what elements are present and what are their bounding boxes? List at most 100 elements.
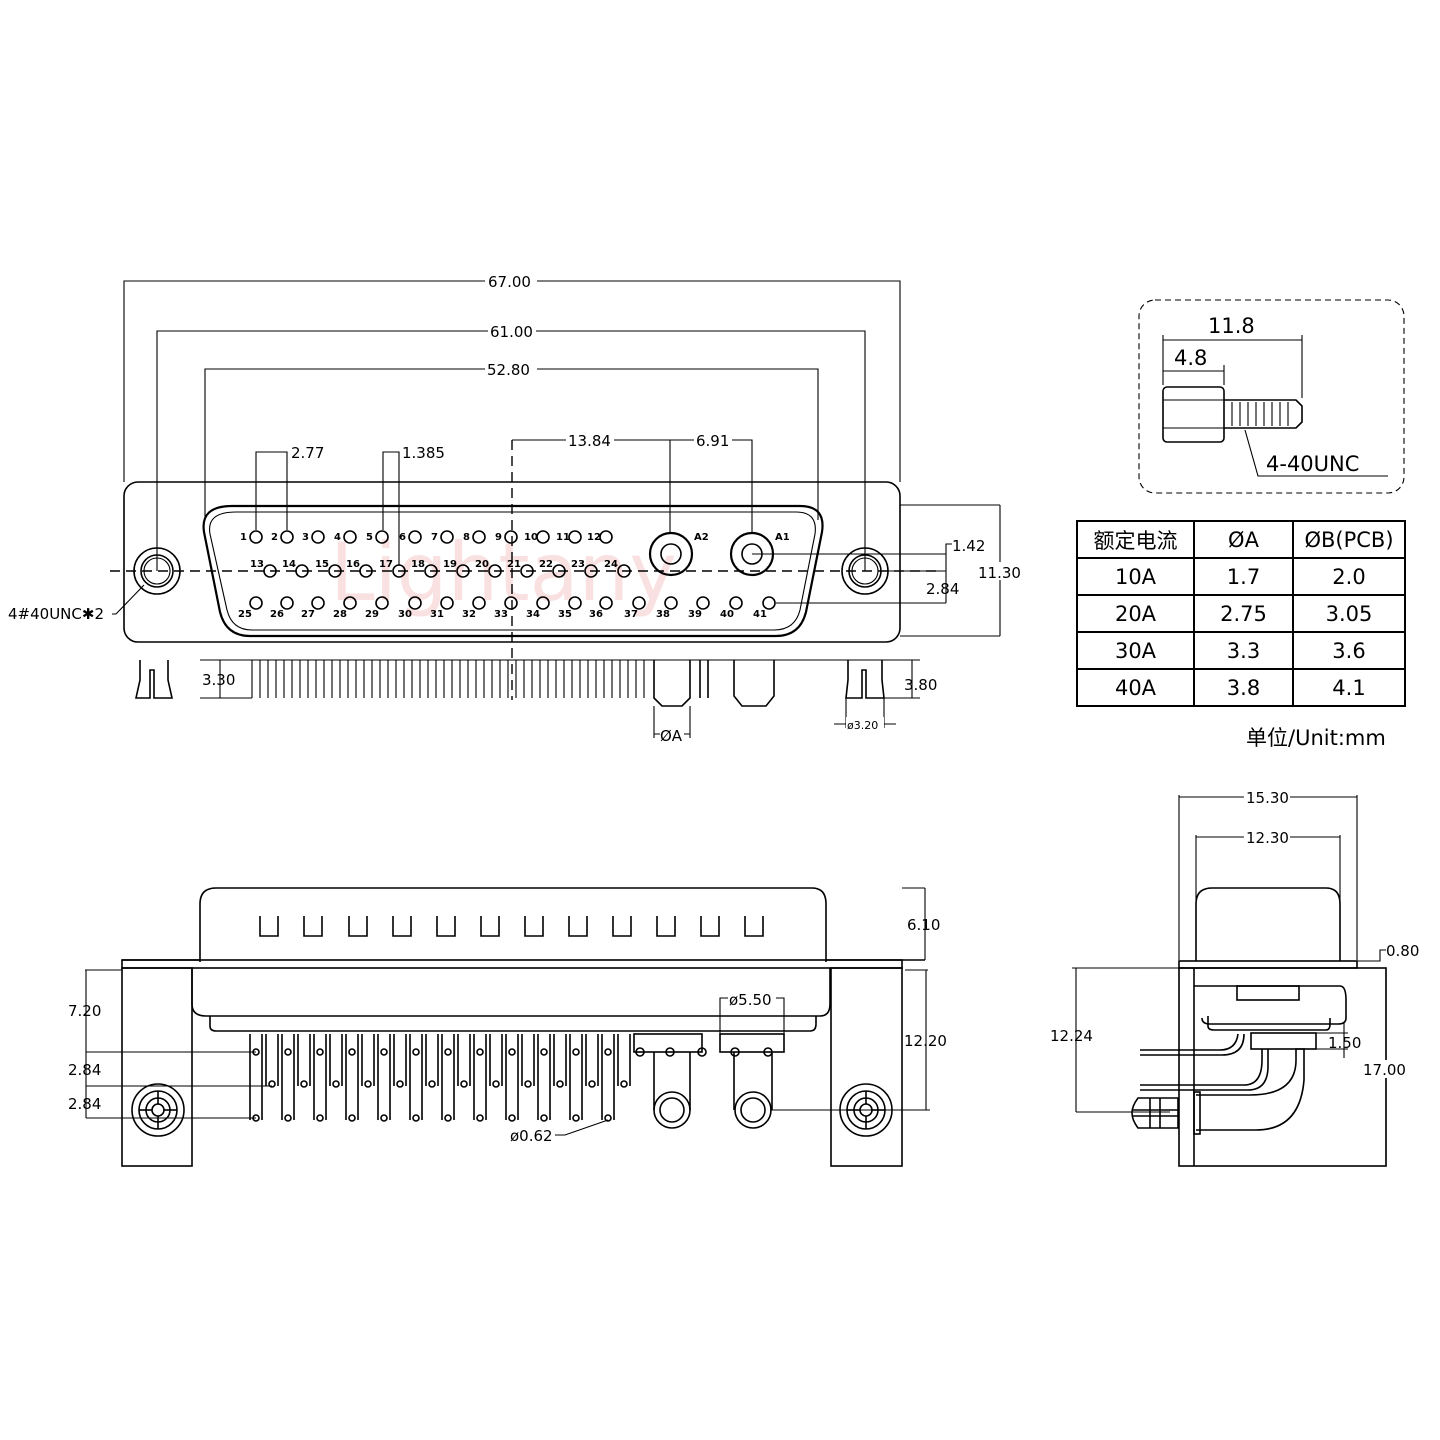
dim-shell-height: 6.10 [907,916,940,934]
dim-row-offset: 1.385 [402,444,445,462]
dim-power-pin-dia: ØA [660,727,683,745]
dim-pin-length: 3.30 [202,671,235,689]
svg-text:39: 39 [688,609,702,620]
dim-total-length: 11.8 [1208,314,1255,338]
d-shell-outer [202,504,824,638]
pin-labels-row-1: 1 2 3 4 5 6 7 8 9 10 11 12 [240,532,601,543]
pin-row-2 [263,564,631,578]
svg-text:11: 11 [556,532,570,543]
boardlock-left [135,660,173,699]
svg-text:31: 31 [430,609,444,620]
svg-text:21: 21 [507,559,521,570]
svg-text:15: 15 [315,559,329,570]
svg-text:1: 1 [240,532,247,543]
dim-shell-width-side: 12.30 [1246,829,1289,847]
svg-text:29: 29 [365,609,379,620]
unit-label: 单位/Unit:mm [1246,726,1386,750]
detail-frame [1138,299,1405,494]
svg-text:6: 6 [399,532,406,543]
table-row: 40A 3.8 4.1 [1076,668,1406,707]
side-flange [1178,960,1358,969]
dim-flange-width: 15.30 [1246,789,1289,807]
mount-thread-callout: 4#40UNC✱2 [8,605,104,623]
power-pins-bottom [633,1033,785,1129]
svg-text:40: 40 [720,609,734,620]
side-shell [1195,887,1341,961]
dim-body-height: 7.20 [68,1002,101,1020]
side-boardlock [1131,1097,1179,1129]
shell-top [199,887,827,962]
dim-row-pitch-2: 2.84 [68,1095,101,1113]
dim-pin-pitch: 2.77 [291,444,324,462]
pin-row-3 [249,596,776,610]
hex-head [1162,386,1225,443]
front-view: Lightany [8,271,1022,745]
svg-text:30: 30 [398,609,412,620]
svg-text:9: 9 [495,532,502,543]
table-row: 30A 3.3 3.6 [1076,631,1406,670]
svg-text:A2: A2 [694,532,709,543]
svg-text:8: 8 [463,532,470,543]
dim-boardlock-dia: ø3.20 [847,719,878,732]
header-dia-B: ØB(PCB) [1292,520,1406,559]
svg-text:2: 2 [271,532,278,543]
svg-text:18: 18 [411,559,425,570]
dim-total-height: 12.20 [904,1032,947,1050]
mount-boss-left [131,1083,185,1137]
dim-power-contact-dia: ø5.50 [729,991,772,1009]
svg-text:38: 38 [656,609,670,620]
shell-slots [259,916,764,937]
svg-text:37: 37 [624,609,638,620]
dim-mount-spacing: 61.00 [490,323,533,341]
svg-text:3: 3 [302,532,309,543]
dim-row-pitch-1: 2.84 [68,1061,101,1079]
bottom-view: 7.20 2.84 2.84 6.10 12.20 ø5.50 ø0.62 [68,887,947,1167]
svg-text:5: 5 [366,532,373,543]
boardlock-right [845,660,885,699]
dim-flange-thickness: 0.80 [1386,942,1419,960]
signal-pins-bottom [249,1034,631,1122]
header-rated-current: 额定电流 [1076,520,1195,559]
svg-text:28: 28 [333,609,347,620]
svg-text:26: 26 [270,609,284,620]
d-shell-inner [208,511,816,631]
screw-detail: 11.8 4.8 4-40UNC [1138,299,1405,494]
svg-text:12: 12 [587,532,601,543]
dim-pitch-to-A2: 13.84 [568,432,611,450]
svg-text:16: 16 [346,559,360,570]
dim-boardlock-length: 3.80 [904,676,937,694]
svg-text:14: 14 [282,559,296,570]
table-row: 10A 1.7 2.0 [1076,557,1406,596]
pin-labels-row-2: 13 14 15 16 17 18 19 20 21 22 23 24 [250,559,618,570]
pin-labels-row-3: 25 26 27 28 29 30 31 32 33 34 35 36 37 3… [238,609,767,620]
svg-text:34: 34 [526,609,540,620]
flange-left [121,967,193,1167]
dim-pin-dia: ø0.62 [510,1127,553,1145]
dim-offset-2: 2.84 [926,580,959,598]
svg-text:17: 17 [379,559,393,570]
svg-text:25: 25 [238,609,252,620]
svg-text:4: 4 [334,532,341,543]
svg-text:27: 27 [301,609,315,620]
dim-pcb-to-lock: 12.24 [1050,1027,1093,1045]
dim-head-length: 4.8 [1174,346,1207,370]
svg-text:22: 22 [539,559,553,570]
power-pin-tails [653,660,775,707]
dim-overall-height: 17.00 [1363,1061,1406,1079]
dim-offset-1: 1.42 [952,537,985,555]
thread-shank [1224,399,1303,429]
thread-spec: 4-40UNC [1266,452,1359,476]
signal-pin-tails [200,659,900,698]
current-rating-table: 额定电流 ØA ØB(PCB) 10A 1.7 2.0 20A 2.75 3.0… [1076,520,1406,707]
svg-text:23: 23 [571,559,585,570]
watermark: Lightany [330,526,677,619]
svg-text:36: 36 [589,609,603,620]
dim-overall-width: 67.00 [488,273,531,291]
header-dia-A: ØA [1193,520,1294,559]
dim-A2-to-A1: 6.91 [696,432,729,450]
dim-standoff: 1.50 [1328,1034,1361,1052]
insulator-body [191,968,831,1017]
dim-height: 11.30 [978,564,1021,582]
svg-text:A1: A1 [775,532,790,543]
